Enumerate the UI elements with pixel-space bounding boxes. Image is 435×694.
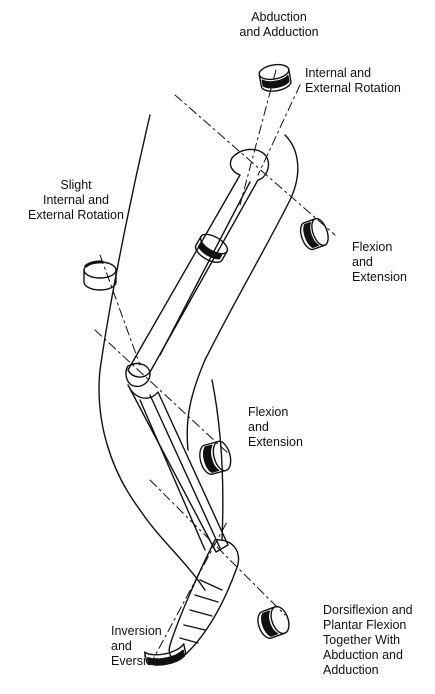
hip-flexion-axis (175, 95, 335, 235)
label-hip-flexion: Flexion and Extension (352, 240, 407, 285)
label-knee-flexion: Flexion and Extension (248, 405, 303, 450)
knee-rotation-axis (100, 255, 140, 365)
axis-lines (95, 70, 335, 665)
rotation-indicators (84, 63, 331, 669)
label-hip-abduction: Abduction and Adduction (224, 10, 334, 40)
hip-abduction-cuff (258, 63, 292, 94)
label-foot-inversion: Inversion and Eversion (111, 624, 162, 669)
ankle-cuff (255, 604, 293, 641)
hip-flexion-cuff (297, 216, 331, 251)
knee-flexion-cuff (197, 439, 234, 476)
label-ankle-dorsiflexion: Dorsiflexion and Plantar Flexion Togethe… (323, 603, 413, 678)
hip-abduction-axis (240, 70, 276, 205)
hip-rotation-axis (258, 85, 300, 175)
label-knee-rotation: Slight Internal and External Rotation (8, 178, 144, 223)
femur-bone (128, 149, 268, 377)
label-hip-rotation: Internal and External Rotation (305, 66, 401, 96)
